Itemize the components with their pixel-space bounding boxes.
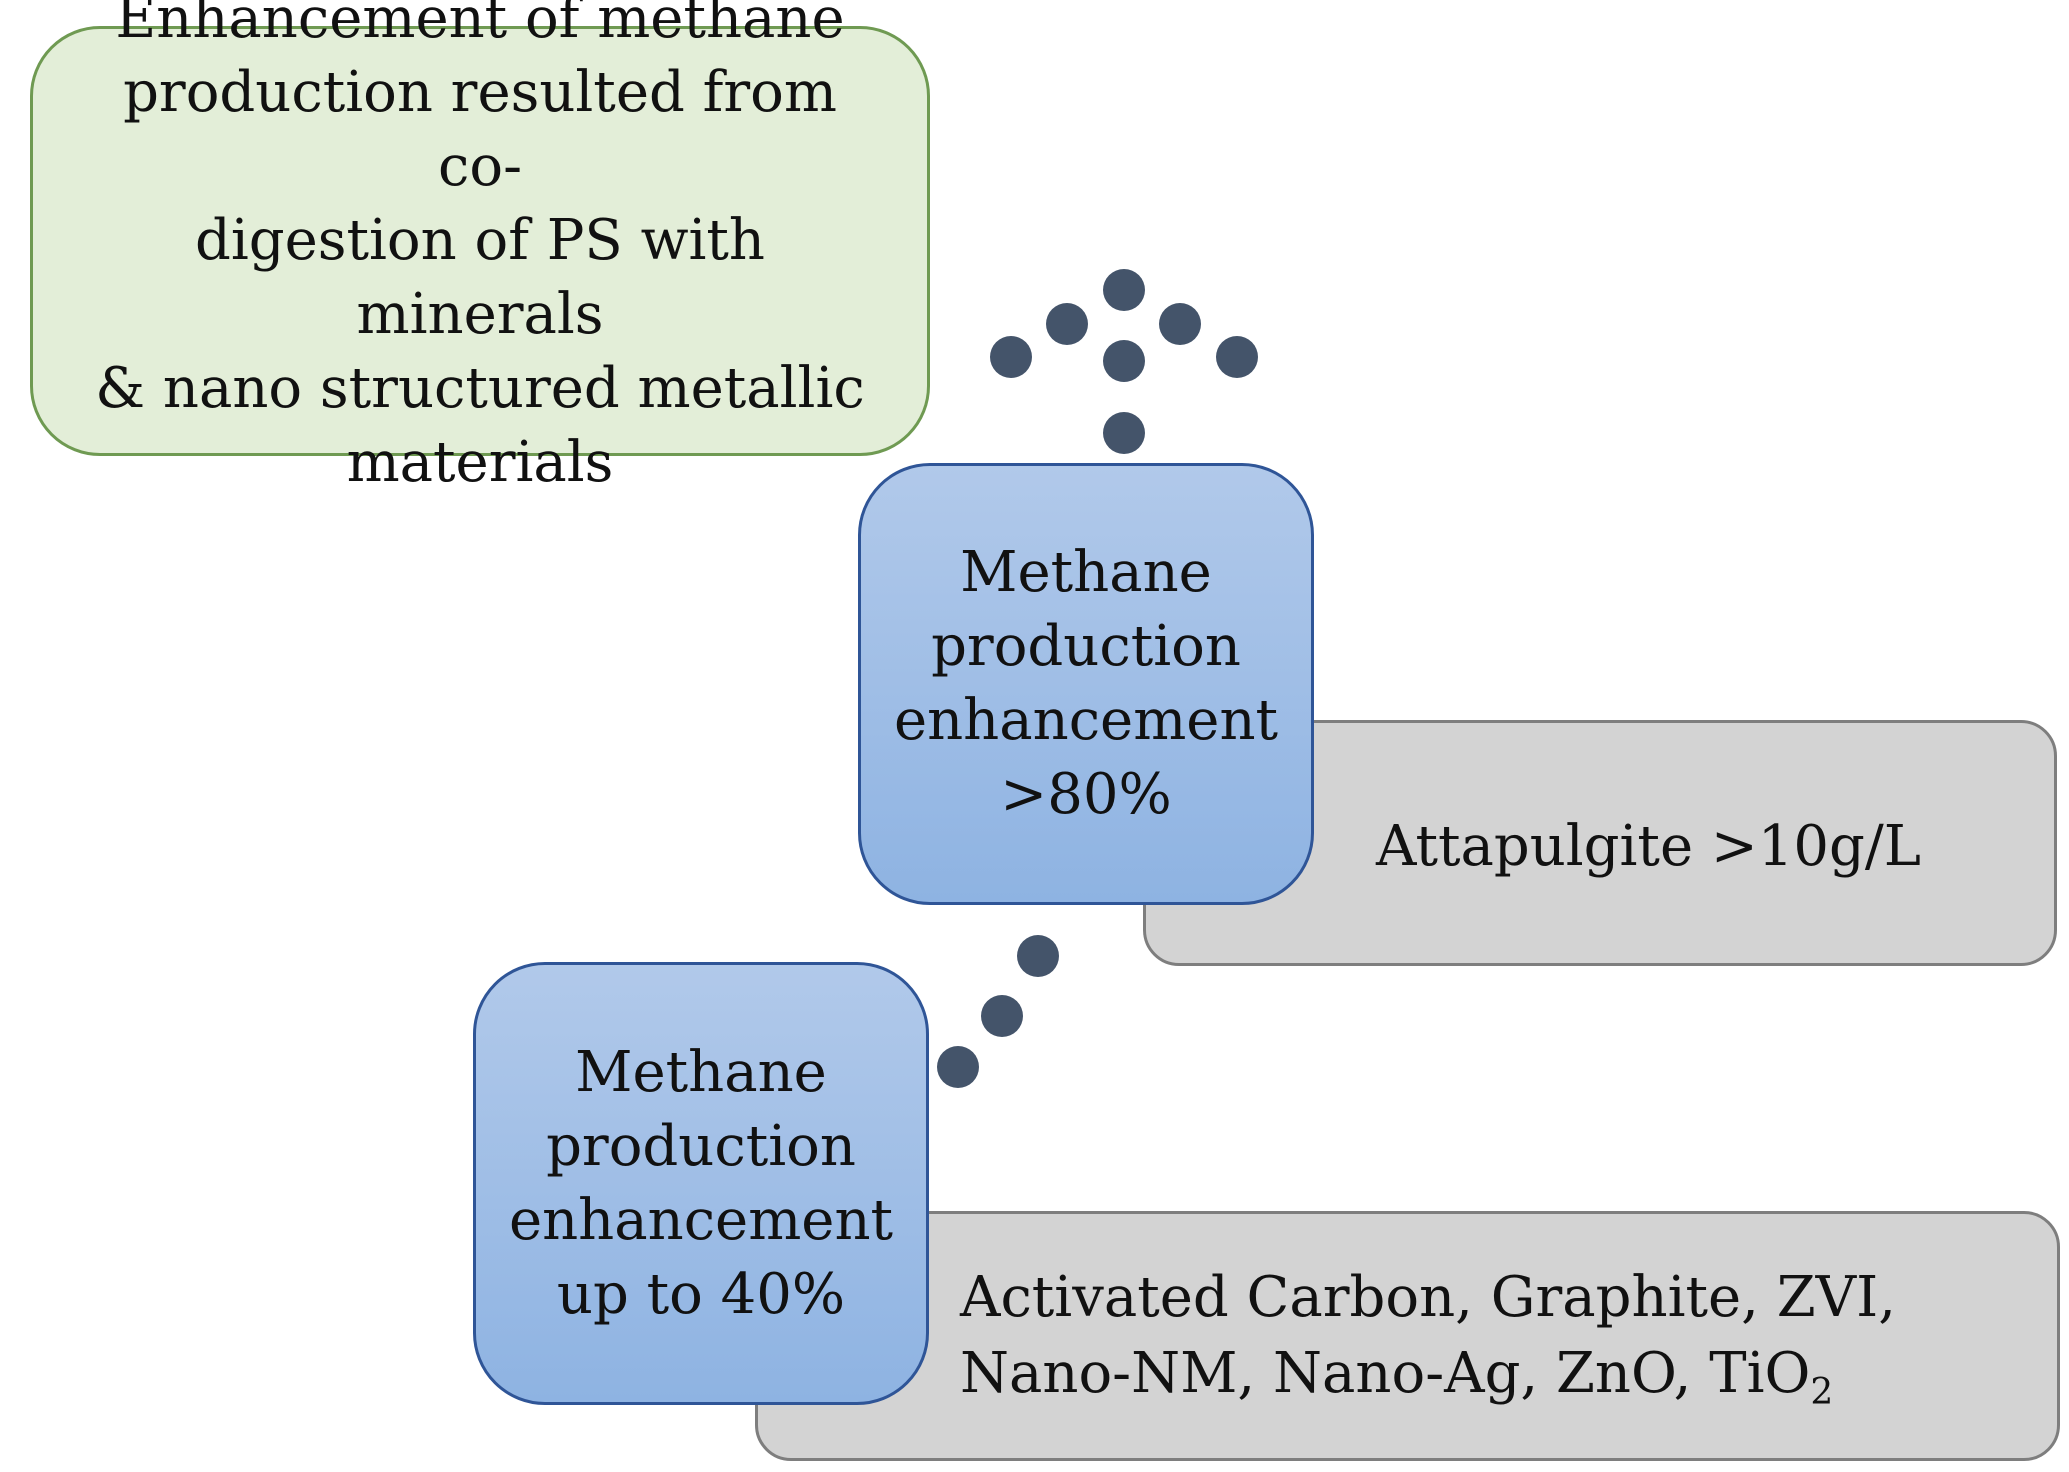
dotted-up-arrow-icon	[990, 269, 1258, 454]
arrow-dot	[1103, 340, 1145, 382]
arrow-dot	[1103, 412, 1145, 454]
connector-dot	[1017, 935, 1059, 977]
level-box-low: Methane production enhancement up to 40%	[473, 962, 929, 1405]
materials-low-text: Activated Carbon, Graphite, ZVI, Nano-NM…	[960, 1260, 1896, 1431]
header-box-text: Enhancement of methane production result…	[95, 0, 865, 495]
arrow-dot	[1103, 269, 1145, 311]
connector-dot	[981, 995, 1023, 1037]
materials-high-text: Attapulgite >10g/L	[1376, 814, 1921, 879]
arrow-dot	[1046, 303, 1088, 345]
materials-low-line2-main: Nano-NM, Nano-Ag, ZnO, TiO	[960, 1341, 1811, 1406]
arrow-dot	[990, 336, 1032, 378]
arrow-dot	[1159, 303, 1201, 345]
level-box-high: Methane production enhancement >80%	[858, 463, 1314, 905]
arrow-dot	[1216, 336, 1258, 378]
materials-box-low: Activated Carbon, Graphite, ZVI, Nano-NM…	[755, 1211, 2060, 1461]
level-low-label: Methane production enhancement up to 40%	[508, 1039, 894, 1327]
materials-low-line1: Activated Carbon, Graphite, ZVI,	[960, 1265, 1897, 1330]
connector-dot	[937, 1046, 979, 1088]
level-high-label: Methane production enhancement >80%	[893, 540, 1279, 827]
header-box: Enhancement of methane production result…	[30, 0, 930, 495]
materials-low-line2: Nano-NM, Nano-Ag, ZnO, TiO2	[960, 1336, 1896, 1431]
materials-low-subscript: 2	[1810, 1372, 1834, 1414]
dotted-diagonal-connector	[937, 935, 1059, 1088]
